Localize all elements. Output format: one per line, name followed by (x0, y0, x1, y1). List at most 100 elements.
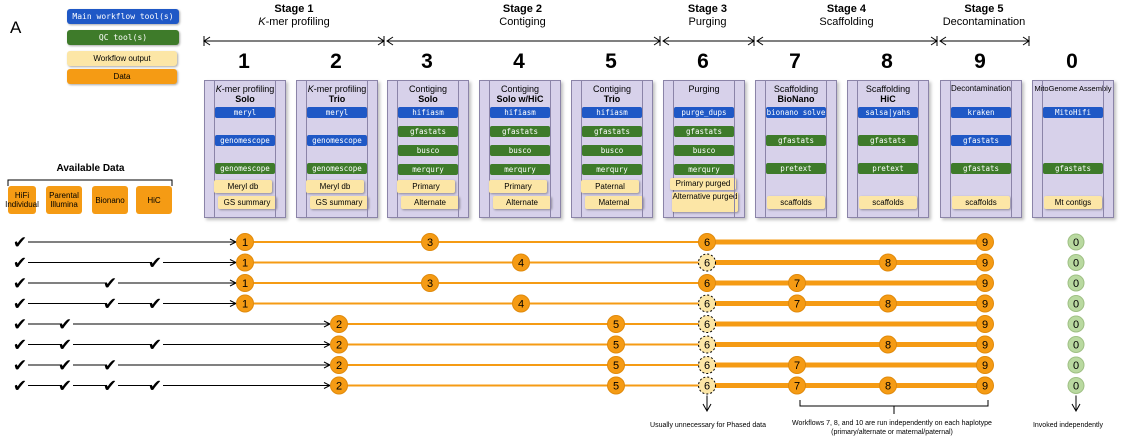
available-data-bionano: Bionano (92, 186, 128, 214)
workflow-node-9 (976, 294, 994, 313)
workflow-card-title-text: Scaffolding (865, 84, 911, 94)
qc-tool-genomescope: genomescope (307, 163, 367, 174)
workflow-9-number: 9 (974, 50, 986, 73)
mito-node-label: 0 (1073, 237, 1079, 249)
workflow-2-number: 2 (330, 50, 342, 73)
workflow-node-label-5: 5 (613, 360, 619, 372)
workflow-card-title-text: Purging (688, 84, 720, 94)
workflow-node-8 (879, 376, 897, 395)
legend-main-tool: Main workflow tool(s) (67, 9, 179, 24)
check-mark: ✔ (13, 295, 27, 315)
workflow-node-label-6: 6 (704, 319, 710, 331)
workflow-node-label-6: 6 (704, 258, 710, 270)
workflow-card-title-text: Contiging (592, 84, 632, 94)
workflow-5-number: 5 (605, 50, 617, 73)
workflow-output-primary-purged: Primary purged (670, 178, 736, 190)
stage-1-label: Stage 1 (274, 3, 314, 15)
workflow-node-label-2: 2 (336, 360, 342, 372)
workflow-node-label-1: 1 (242, 278, 248, 290)
workflow-node-6 (698, 335, 716, 354)
stage-3-name: Purging (688, 16, 727, 28)
workflow-output-gs-summary: GS summary (218, 196, 276, 209)
check-mark: ✔ (13, 233, 27, 253)
workflow-node-label-6: 6 (704, 278, 710, 290)
qc-tool-gfastats: gfastats (490, 126, 550, 137)
qc-tool-gfastats: gfastats (766, 135, 826, 146)
available-data-hic: HiC (136, 186, 172, 214)
stage-1-name: K (258, 16, 266, 28)
workflow-node-8 (879, 294, 897, 313)
workflow-7-number: 7 (789, 50, 801, 73)
workflow-node-5 (607, 376, 625, 395)
workflow-node-label-6: 6 (704, 360, 710, 372)
stage-4-label: Stage 4 (826, 3, 867, 15)
panel-letter: A (10, 18, 22, 37)
check-mark: ✔ (13, 315, 27, 335)
qc-tool-merqury: merqury (674, 164, 734, 175)
workflow-card-title: MitoGenome Assembly (1033, 84, 1113, 93)
mito-node (1067, 274, 1085, 292)
available-data-hifi: HiFi Individual (5, 186, 39, 214)
note-haplotype: Workflows 7, 8, and 10 are run independe… (792, 420, 992, 436)
workflow-card-subtitle: Solo (235, 94, 255, 104)
workflow-node-label-5: 5 (613, 381, 619, 393)
check-mark: ✔ (103, 356, 117, 376)
mito-node-label: 0 (1073, 299, 1079, 311)
check-mark: ✔ (58, 336, 72, 356)
stage-2-arrow-left (386, 36, 394, 46)
stage-2-label: Stage 2 (502, 3, 543, 15)
qc-tool-merqury: merqury (582, 164, 642, 175)
note-purge: Usually unnecessary for Phased data (650, 422, 766, 429)
workflow-node-label-9: 9 (982, 381, 988, 393)
workflow-output-primary: Primary (397, 180, 455, 193)
workflow-node-label-7: 7 (794, 381, 800, 393)
workflow-node-7 (788, 356, 806, 374)
workflow-node-label-1: 1 (242, 258, 248, 270)
mito-node (1067, 233, 1085, 251)
qc-tool-merqury: merqury (490, 164, 550, 175)
workflow-node-8 (879, 253, 897, 272)
workflow-node-label-3: 3 (427, 278, 433, 290)
workflow-card-subtitle: BioNano (777, 94, 815, 104)
workflow-card-subtitle: Trio (603, 94, 621, 104)
workflow-node-label-8: 8 (885, 299, 891, 311)
workflow-node-5 (607, 335, 625, 354)
workflow-output-gs-summary: GS summary (310, 196, 368, 209)
main-tool-purge-dups: purge_dups (674, 107, 734, 118)
stage-1-name-rest: -mer profiling (265, 16, 330, 28)
workflow-8-number: 8 (881, 50, 893, 73)
mito-note-arrowhead (1071, 403, 1081, 413)
stage-4-arrow-left (756, 36, 764, 46)
available-data-bracket (7, 179, 173, 186)
workflow-card-title-text: Contiging (408, 84, 448, 94)
workflow-card-title-text: Scaffolding (773, 84, 819, 94)
qc-tool-gfastats: gfastats (398, 126, 458, 137)
workflow-1-number: 1 (238, 50, 250, 73)
workflow-node-2 (330, 356, 348, 374)
workflow-output-scaffolds: scaffolds (767, 196, 825, 209)
check-mark: ✔ (148, 295, 162, 315)
workflow-card-title: Purging (664, 84, 744, 94)
mito-node (1067, 295, 1085, 312)
workflow-card-subtitle: HiC (880, 94, 896, 104)
main-tool-kraken: kraken (951, 107, 1011, 118)
check-mark: ✔ (13, 274, 27, 294)
workflow-node-label-2: 2 (336, 381, 342, 393)
workflow-node-6 (698, 274, 716, 292)
qc-tool-busco: busco (582, 145, 642, 156)
workflow-4-number: 4 (513, 50, 525, 73)
haplotype-bracket (799, 400, 989, 407)
workflow-0-number: 0 (1066, 50, 1078, 73)
stage-5-label: Stage 5 (964, 3, 1004, 15)
workflow-node-label-5: 5 (613, 319, 619, 331)
workflow-node-label-7: 7 (794, 360, 800, 372)
